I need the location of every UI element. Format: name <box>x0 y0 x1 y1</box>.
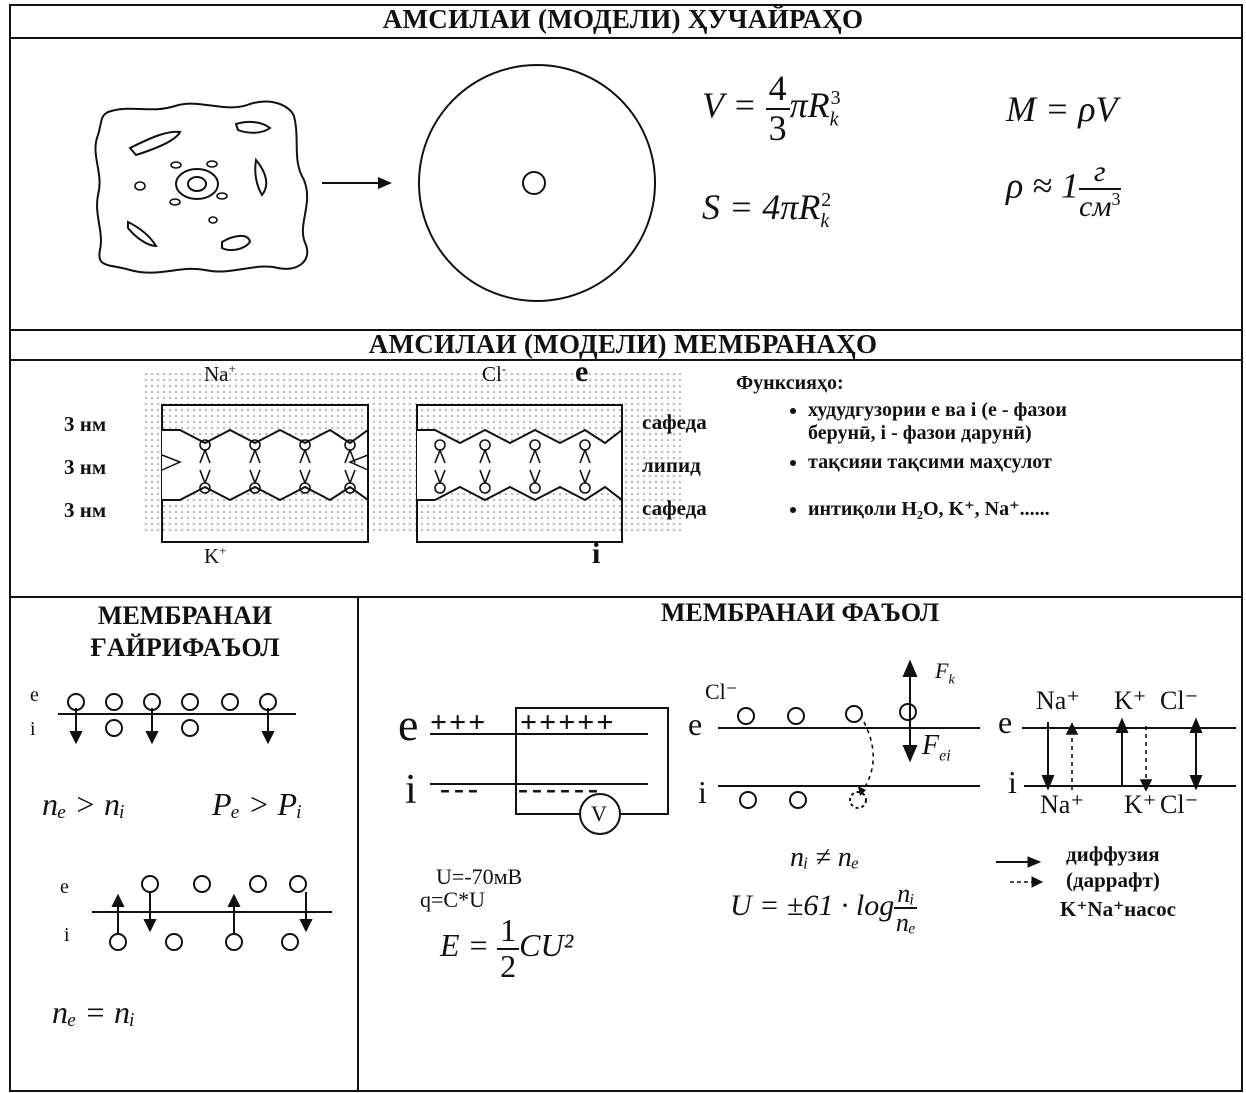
cl-ion-label: Cl⁻ <box>705 679 738 704</box>
pump-cl-bottom: Cl⁻ <box>1160 790 1199 819</box>
thickness-label-2: 3 нм <box>64 455 107 479</box>
organelle-1 <box>128 130 182 157</box>
minus-charges-right: ------ <box>518 772 602 805</box>
resting-potential: U=-70мВ <box>436 864 523 889</box>
membrane-block-right <box>416 404 623 543</box>
plus-charges-right: +++++ <box>520 706 616 739</box>
minus-charges-left: --- <box>440 772 482 805</box>
passive-membrane-title: МЕМБРАНАИ ҒАЙРИФАЪОЛ <box>90 601 280 662</box>
layer-label-protein-bottom: сафеда <box>642 496 707 520</box>
pump-k-top: K⁺ <box>1114 686 1147 715</box>
voltmeter-label: V <box>591 801 607 826</box>
function-item-3: интиқоли H₂O, K⁺, Na⁺...... <box>808 496 1206 521</box>
mass-formula: M = ρV <box>1006 89 1118 129</box>
passive-i-label-top: i <box>30 718 36 740</box>
cell-models-title: АМСИЛАИ (МОДЕЛИ) ҲУЧАЙРАҲО <box>382 4 864 34</box>
membrane-models-title: АМСИЛАИ (МОДЕЛИ) МЕМБРАНАҲО <box>368 329 878 359</box>
passive-e-label-bottom: e <box>60 876 69 898</box>
force-fk: Fk <box>935 658 955 688</box>
legend-pump: K⁺Na⁺насос <box>1060 897 1176 921</box>
legend-diffusion: диффузия <box>1066 842 1160 866</box>
functions-block: Функсияҳо: худудгузории е ва і (е - фазо… <box>736 372 1206 527</box>
sphere-nucleus <box>522 171 546 195</box>
thickness-label-1: 3 нм <box>64 412 107 436</box>
legend-leak: (даррафт) <box>1066 868 1160 892</box>
layer-label-protein-top: сафеда <box>642 410 707 434</box>
pump-na-top: Na⁺ <box>1036 686 1081 715</box>
plus-charges-left: +++ <box>430 706 488 739</box>
nucleus-inner <box>187 176 207 192</box>
function-item-1: худудгузории е ва і (е - фазои берунӣ, і… <box>808 399 1128 445</box>
capacitor-i-label: i <box>405 767 417 813</box>
outer-space-label: e <box>575 355 589 388</box>
relation-equal: nₑ = nᵢ <box>52 994 136 1030</box>
function-item-2: тақсияи тақсими маҳсулот <box>808 451 1206 474</box>
sphere-model <box>418 64 656 302</box>
organelle-3 <box>254 157 268 197</box>
cl-top-label: Cl- <box>482 361 507 386</box>
organelle-5 <box>221 235 252 251</box>
cell-outline <box>94 100 309 274</box>
relation-p: Pₑ > Pᵢ <box>212 786 303 822</box>
relation-n: nₑ > nᵢ <box>42 786 126 822</box>
force-e-label: e <box>688 706 703 742</box>
pump-i-label: i <box>1008 764 1017 800</box>
organelle-4 <box>127 220 158 248</box>
membrane-block-left <box>161 404 369 543</box>
passive-i-label-bottom: i <box>64 924 70 946</box>
charge-formula: q=C*U <box>420 887 485 912</box>
nucleus-outer <box>175 168 219 200</box>
pump-cl-top: Cl⁻ <box>1160 686 1199 715</box>
capacitor-e-label: e <box>398 699 419 750</box>
pump-na-bottom: Na⁺ <box>1040 790 1085 819</box>
k-bottom-label: K+ <box>204 543 227 568</box>
functions-title: Функсияҳо: <box>736 372 844 394</box>
organelle-2 <box>234 120 272 134</box>
voltmeter <box>579 793 621 835</box>
force-fei: Fei <box>922 730 951 765</box>
na-top-label: Na+ <box>204 361 236 386</box>
concentration-inequality: nᵢ ≠ nₑ <box>790 842 860 873</box>
inner-space-label: i <box>592 537 601 570</box>
surface-formula: S = 4πRk2 <box>702 187 832 233</box>
passive-e-label-top: e <box>30 684 39 706</box>
active-membrane-title: МЕМБРАНАИ ФАЪОЛ <box>660 598 940 627</box>
pump-e-label: e <box>998 704 1013 740</box>
thickness-label-3: 3 нм <box>64 498 107 522</box>
pump-k-bottom: K⁺ <box>1124 790 1157 819</box>
force-i-label: i <box>698 774 707 810</box>
layer-label-lipid: липид <box>642 453 701 477</box>
